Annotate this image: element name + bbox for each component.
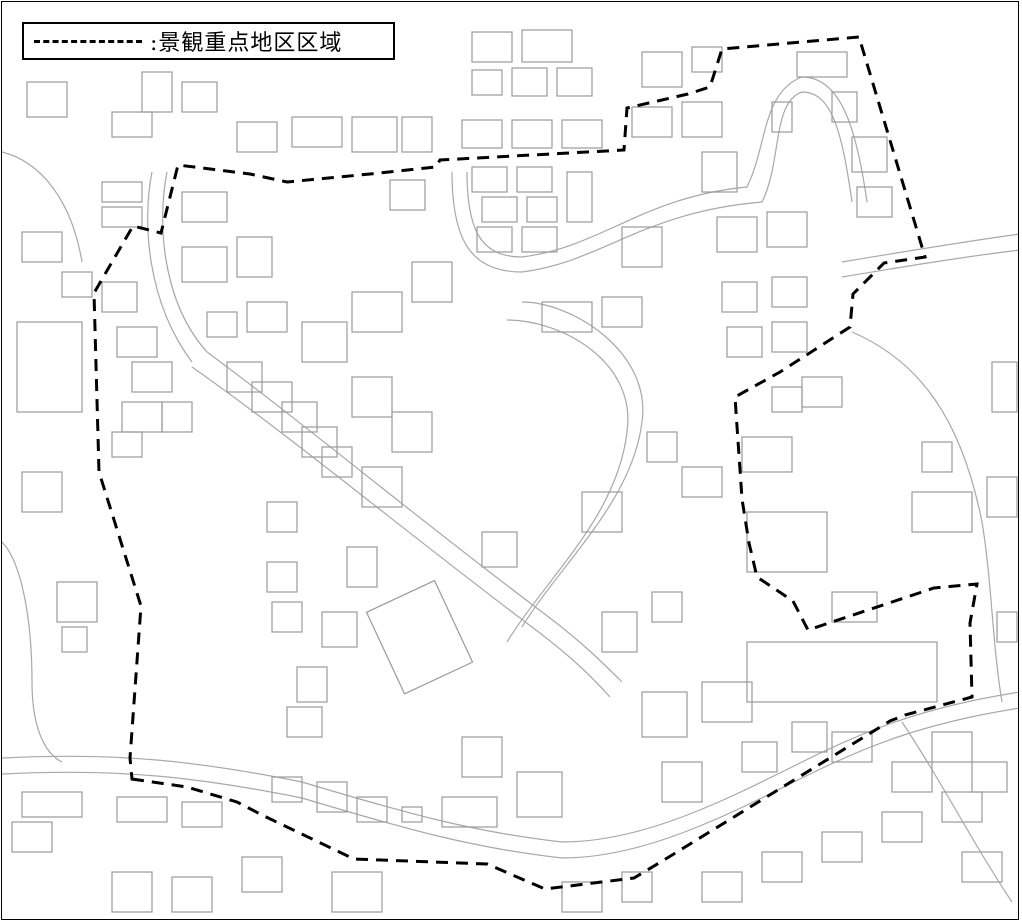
road-southeast [901,721,1013,903]
legend-dashed-line-swatch [34,39,142,43]
road-west [147,171,193,363]
road-east-curve [851,331,1003,703]
road-west-edge-2 [2,541,63,763]
buildings [11,29,1018,913]
roads [2,76,1018,903]
road-west-2 [162,171,208,353]
road-south-lower-edge [2,707,1018,859]
road-diagonal-upper [206,351,623,683]
road-east [841,233,1018,263]
road-north-loop [451,91,853,273]
legend: :景観重点地区区域 [22,22,395,60]
road-east-2 [841,249,1018,278]
legend-label: :景観重点地区区域 [150,31,343,56]
road-south-upper-edge [2,691,1018,843]
road-curve-east [521,301,644,628]
road-west-edge [2,151,83,263]
road-curve-east-2 [506,319,629,643]
road-diagonal-lower [191,366,611,698]
scenic-district-boundary [92,35,979,891]
